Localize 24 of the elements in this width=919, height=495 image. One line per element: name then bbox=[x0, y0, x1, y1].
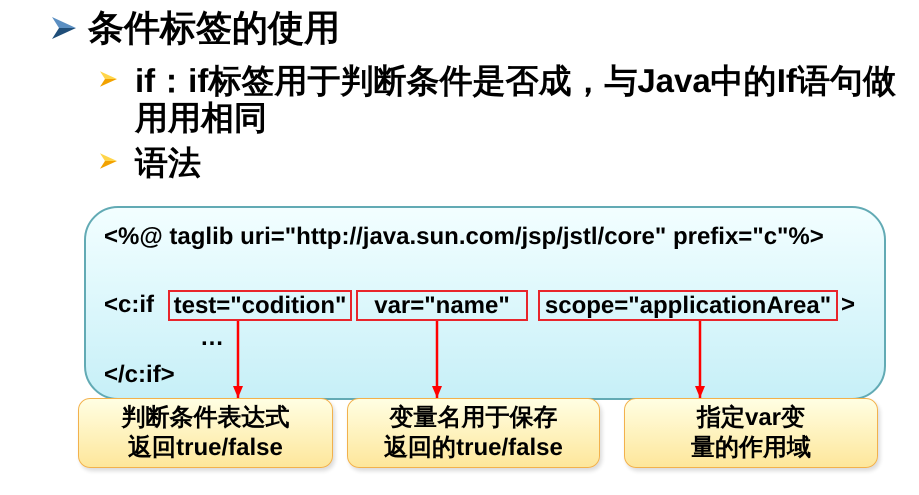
bullet-text: if：if标签用于判断条件是否成，与Java中的If语句做用用相同 bbox=[135, 62, 897, 136]
code-text: scope="applicationArea" bbox=[544, 294, 832, 318]
code-text: var="name" bbox=[374, 294, 510, 318]
note-box bbox=[347, 398, 600, 468]
note-text: 判断条件表达式返回true/false bbox=[120, 403, 290, 463]
code-text: <%@ taglib uri="http://java.sun.com/jsp/jstl/core" prefix="c"%> bbox=[104, 225, 824, 249]
note-text: 指定var变量的作用域 bbox=[690, 403, 812, 463]
heading: 条件标签的使用 bbox=[88, 10, 340, 46]
bullet-text: 语法 bbox=[135, 146, 201, 178]
code-text: </c:if> bbox=[104, 363, 175, 387]
note-box bbox=[624, 398, 878, 468]
highlight-box bbox=[538, 290, 838, 321]
arrow bbox=[432, 321, 442, 398]
code-text: > bbox=[841, 293, 856, 317]
highlight-box bbox=[168, 290, 352, 321]
code-text: test="codition" bbox=[174, 294, 346, 318]
arrow bbox=[233, 321, 243, 398]
code-text: … bbox=[200, 326, 224, 350]
note-box bbox=[78, 398, 333, 468]
note-text: 变量名用于保存返回的true/false bbox=[383, 403, 564, 463]
code-box bbox=[84, 206, 886, 400]
code-text: <c:if bbox=[104, 293, 154, 317]
arrow bbox=[695, 321, 705, 398]
highlight-box bbox=[356, 290, 528, 321]
